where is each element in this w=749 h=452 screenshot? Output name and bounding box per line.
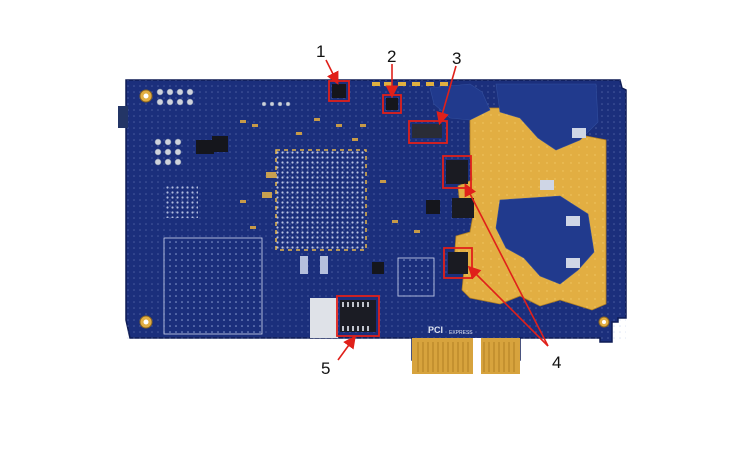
highlight-box-4b: [443, 247, 473, 279]
callout-labels: 1 2 3 4 5: [316, 42, 561, 378]
chip-icon: [452, 198, 474, 218]
pcie-edge-connector: [412, 338, 520, 374]
arrow-icon: [337, 335, 356, 361]
callout-arrows: [325, 59, 549, 361]
board-label-patch: [310, 298, 338, 338]
highlight-box-5: [336, 295, 380, 337]
bga-fpga-area: [262, 149, 367, 274]
arrow-icon: [436, 65, 457, 126]
callout-label-5: 5: [321, 359, 330, 378]
pcie-logo-subtext: EXPRESS: [449, 330, 473, 336]
top-pads: [372, 82, 448, 86]
callout-label-3: 3: [452, 49, 461, 68]
callout-label-2: 2: [387, 47, 396, 66]
highlight-box-4a: [442, 155, 472, 189]
chip-icon: [446, 160, 468, 184]
pcie-logo-text: PCI: [428, 325, 443, 335]
chip-icon: [196, 140, 214, 154]
mounting-holes: [139, 89, 610, 329]
bga-small: [164, 184, 198, 218]
arrow-icon: [325, 59, 339, 85]
power-plane: [429, 83, 607, 311]
chip-icon: [212, 136, 228, 152]
chip-5-pins: [342, 302, 369, 331]
chip-icon: [372, 262, 384, 274]
arrow-icon: [464, 183, 549, 347]
highlight-box-1: [328, 80, 350, 102]
highlight-box-3: [408, 120, 448, 144]
chip-icon: [412, 124, 442, 138]
highlight-boxes: [328, 80, 473, 337]
callout-label-1: 1: [316, 42, 325, 61]
pcie-silkscreen: PCI EXPRESS: [428, 325, 473, 336]
chip-icon: [448, 252, 468, 274]
arrow-icon: [467, 265, 549, 347]
chips: [196, 84, 474, 332]
chip-icon: [332, 84, 346, 98]
through-holes: [154, 88, 291, 166]
chip-icon: [426, 200, 440, 214]
passives: [240, 118, 420, 233]
callout-label-4: 4: [552, 353, 561, 372]
chip-icon: [386, 98, 398, 110]
board-left-edge: [118, 106, 128, 128]
